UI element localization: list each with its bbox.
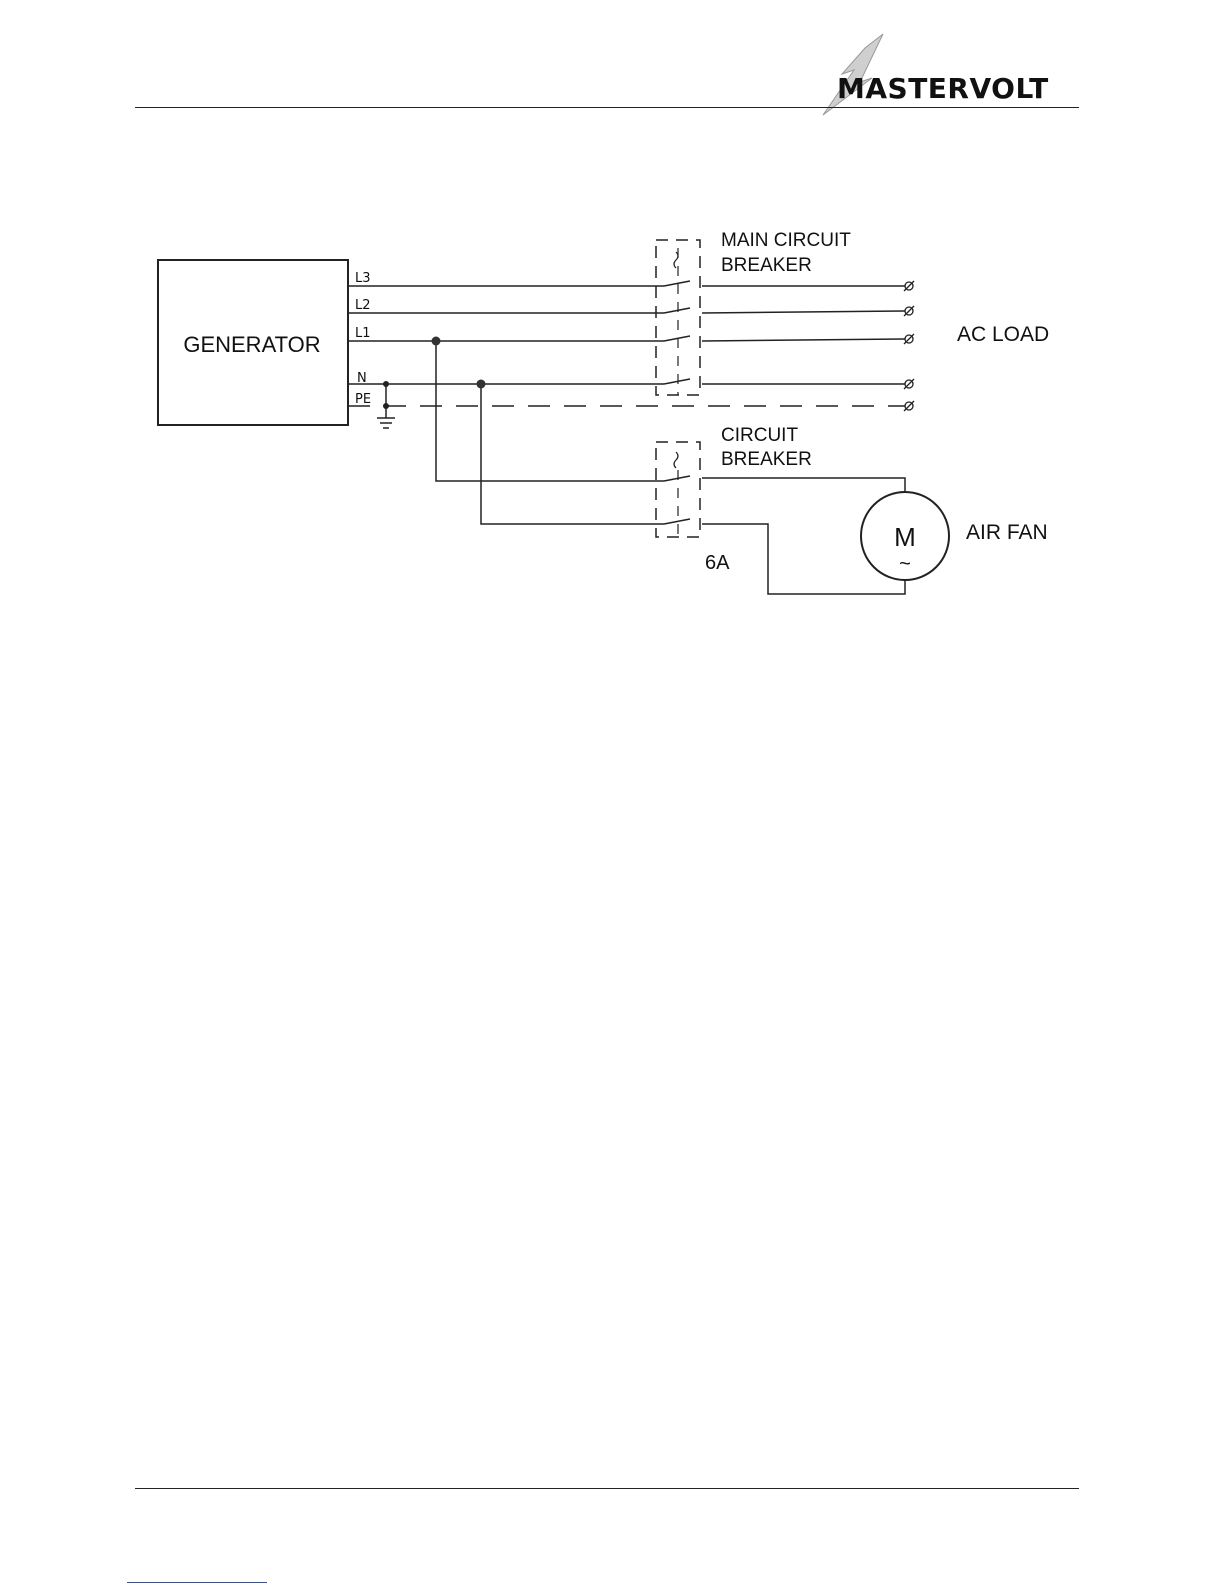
breaker-label-line2: BREAKER: [721, 449, 812, 470]
thermal-trip-icon: [674, 452, 678, 468]
generator-label: GENERATOR: [183, 332, 320, 357]
main-breaker-label-line1: MAIN CIRCUIT: [721, 230, 851, 251]
wire-label-l2: L2: [355, 298, 371, 313]
motor-ac-symbol: ~: [899, 553, 911, 575]
junction-dot: [477, 380, 486, 389]
junction-dot: [432, 337, 441, 346]
breaker-label-line1: CIRCUIT: [721, 425, 798, 446]
load-terminals: [904, 281, 914, 411]
fan-supply-wires: [436, 341, 664, 524]
junction-dot: [383, 381, 389, 387]
supply-wires: [348, 286, 664, 384]
breaker-rating: 6A: [705, 552, 730, 574]
footer-divider: [135, 1488, 1079, 1489]
wire-label-pe: PE: [355, 392, 371, 407]
main-breaker-label-line2: BREAKER: [721, 255, 812, 276]
wire-label-l3: L3: [355, 271, 371, 286]
ac-load-label: AC LOAD: [957, 323, 1049, 346]
load-wires: [702, 286, 905, 384]
footer-link-underline: [127, 1582, 267, 1583]
motor-letter: M: [894, 522, 916, 552]
junction-dot: [383, 403, 389, 409]
fan-breaker-contacts: [664, 476, 690, 524]
main-breaker-enclosure: [656, 240, 700, 395]
thermal-trip-icon: [674, 252, 678, 268]
wire-label-l1: L1: [355, 326, 371, 341]
main-breaker-contacts: [664, 281, 690, 384]
air-fan-label: AIR FAN: [966, 521, 1048, 544]
